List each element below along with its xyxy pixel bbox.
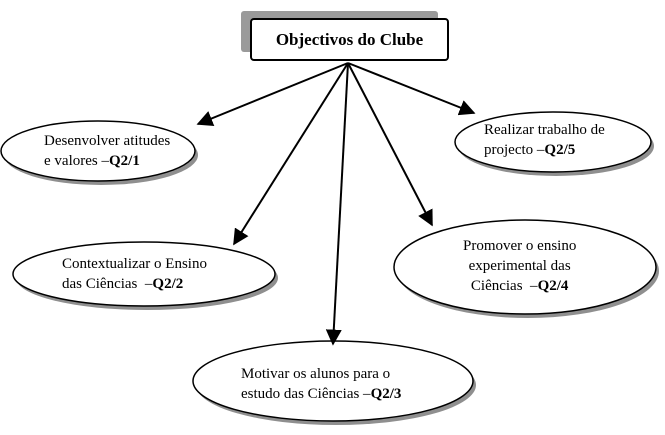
arrow-to-q22 (233, 62, 349, 246)
node-q24-line-3: Ciências – (470, 278, 538, 294)
node-q22 (12, 241, 276, 307)
node-q21-line-2: e valores – (44, 153, 109, 169)
node-q22-code: Q2/2 (152, 276, 184, 292)
node-q25-text: Realizar trabalho de projecto –Q2/5 (484, 120, 605, 160)
node-q25 (454, 111, 652, 173)
node-q25-line-2: projecto – (484, 142, 545, 158)
arrow-to-q25 (347, 62, 476, 116)
node-q24-line-1: Promover o ensino (463, 238, 577, 254)
node-q22-line-1: Contextualizar o Ensino (62, 256, 207, 272)
node-q24-text: Promover o ensino experimental das Ciênc… (463, 236, 576, 296)
node-q21-code: Q2/1 (108, 153, 140, 169)
node-q23-line-2: estudo das Ciências – (241, 386, 371, 402)
node-q23-code: Q2/3 (370, 386, 402, 402)
node-q24-code: Q2/4 (537, 278, 569, 294)
arrow-to-q21 (196, 62, 349, 126)
node-q23-text: Motivar os alunos para o estudo das Ciên… (241, 364, 401, 404)
node-q24-line-2: experimental das (468, 258, 571, 274)
node-q25-code: Q2/5 (544, 142, 576, 158)
node-q25-line-1: Realizar trabalho de (484, 122, 605, 138)
diagram-title: Objectivos do Clube (275, 29, 424, 49)
arrow-to-q23 (325, 62, 349, 346)
node-q24 (393, 219, 657, 315)
arrow-to-q24 (347, 62, 433, 227)
title-box (250, 18, 449, 61)
node-q21-text: Desenvolver atitudes e valores –Q2/1 (44, 131, 170, 171)
node-q21 (0, 120, 196, 182)
node-q21-line-1: Desenvolver atitudes (44, 133, 171, 149)
node-q22-text: Contextualizar o Ensino das Ciências –Q2… (62, 254, 207, 294)
node-q23-line-1: Motivar os alunos para o (241, 366, 391, 382)
node-q22-line-2: das Ciências – (62, 276, 153, 292)
